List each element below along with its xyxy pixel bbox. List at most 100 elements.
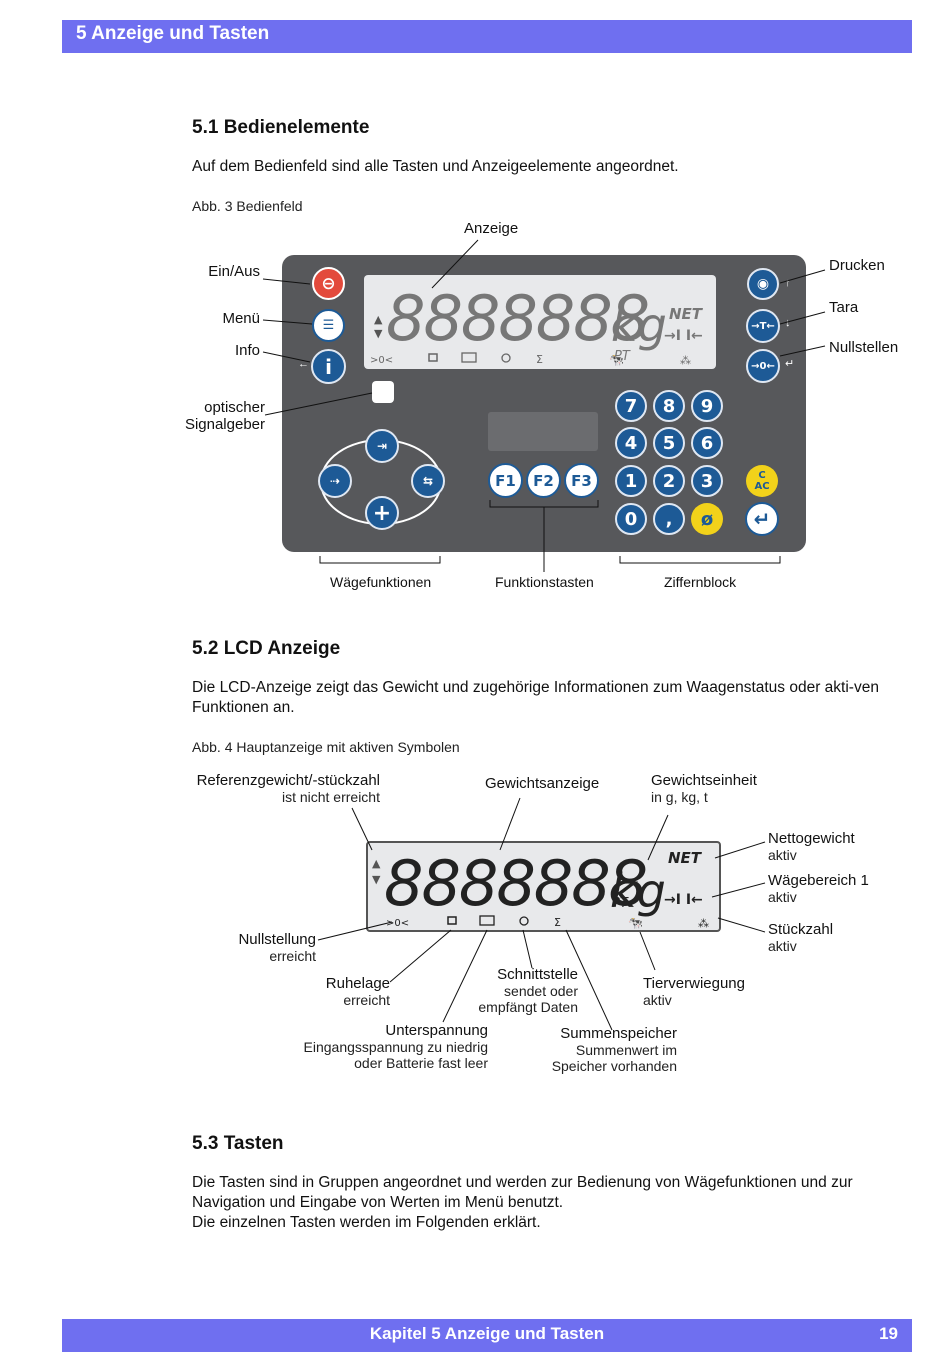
label-null-sub: erreicht [269, 948, 316, 964]
lcd-net: NET [669, 305, 704, 323]
section-heading-5-3: 5.3 Tasten [192, 1133, 284, 1154]
label-drucken: Drucken [829, 257, 885, 274]
lcd-segments: ▲ ▼ 8888888 kg NET PT →I I← >0< Σ 🐄 ⁂ [370, 282, 704, 367]
section-text-5-1: Auf dem Bedienfeld sind alle Tasten und … [192, 158, 679, 175]
key-6[interactable]: 6 [691, 427, 723, 459]
lcd-pt: PT [614, 349, 631, 364]
key-1[interactable]: 1 [615, 465, 647, 497]
tara-input-icon: ⇆ [422, 474, 434, 488]
key-2[interactable]: 2 [653, 465, 685, 497]
label-gewichtseinheit-sub: in g, kg, t [651, 789, 708, 805]
reference-button[interactable]: ⇥ [365, 429, 399, 463]
power-button[interactable]: ⊖ [312, 267, 345, 300]
label-ruhe: Ruhelage erreicht [290, 975, 390, 1008]
arrow-left-icon: ← [298, 358, 309, 370]
lcd-large-segments: ▲ ▼ 8888888 kg NET PT →I I← >0< Σ 🐄 ⁂ [372, 847, 709, 930]
clear-c: C [758, 470, 766, 481]
zero-button[interactable]: →0← [746, 349, 780, 383]
label-ziffernblock: Ziffernblock [664, 574, 737, 590]
lcd-large-animal-icon: 🐄 [628, 916, 643, 930]
menu-button[interactable]: ☰ [312, 309, 345, 342]
print-icon: ◉ [756, 276, 770, 292]
section-text-5-3-line3: Die einzelnen Tasten werden im Folgenden… [192, 1214, 541, 1231]
key-0[interactable]: 0 [615, 503, 647, 535]
header-title: 5 Anzeige und Tasten [76, 23, 270, 44]
plus-button[interactable]: + [365, 496, 399, 530]
label-funktionstasten: Funktionstasten [495, 574, 594, 590]
label-waegefunktionen: Wägefunktionen [330, 574, 432, 590]
page-number: 19 [879, 1324, 898, 1343]
label-stueck: Stückzahl aktiv [768, 921, 833, 954]
key-9[interactable]: 9 [691, 390, 723, 422]
lcd-large-unit: kg [610, 864, 666, 918]
label-unter-title: Unterspannung [385, 1022, 488, 1039]
f3-button[interactable]: F3 [564, 463, 599, 498]
piece-count-button[interactable]: ⇢ [318, 464, 352, 498]
key-3[interactable]: 3 [691, 465, 723, 497]
label-ruhe-sub: erreicht [343, 992, 390, 1008]
label-schnitt: Schnittstelle sendet oder empfängt Daten [440, 966, 578, 1015]
arrow-up-icon: ↑ [785, 277, 791, 289]
section-text-5-2: Die LCD-Anzeige zeigt das Gewicht und zu… [192, 679, 879, 716]
label-referenz-title: Referenzgewicht/-stückzahl [196, 772, 380, 789]
cancel-button[interactable]: ø [691, 503, 723, 535]
label-null: Nullstellung erreicht [196, 931, 316, 964]
label-unter-sub2: oder Batterie fast leer [354, 1055, 488, 1071]
lcd-zero: >0< [370, 355, 393, 366]
label-schnitt-sub1: sendet oder [504, 983, 578, 999]
label-info: Info [234, 342, 260, 359]
key-4[interactable]: 4 [615, 427, 647, 459]
label-unter: Unterspannung Eingangsspannung zu niedri… [290, 1022, 488, 1071]
lcd-arrow-up-icon: ▲ [374, 313, 383, 326]
menu-icon: ☰ [322, 318, 335, 333]
label-tier-title: Tierverwiegung [643, 975, 745, 992]
stability-icon [428, 353, 438, 362]
label-menu: Menü [222, 310, 260, 327]
label-ruhe-title: Ruhelage [325, 975, 390, 992]
info-button[interactable]: i [311, 349, 346, 384]
label-gewichtsanzeige: Gewichtsanzeige [485, 775, 600, 792]
label-unter-sub1: Eingangsspannung zu niedrig [303, 1039, 488, 1055]
tara-input-button[interactable]: ⇆ [411, 464, 445, 498]
cancel-icon: ø [700, 508, 714, 530]
label-schnitt-title: Schnittstelle [497, 966, 578, 983]
key-comma[interactable]: , [653, 503, 685, 535]
key-5[interactable]: 5 [653, 427, 685, 459]
lcd-unit: kg [611, 298, 667, 352]
tara-button[interactable]: →T← [746, 309, 780, 343]
header-bar: 5 Anzeige und Tasten [62, 20, 912, 53]
label-summe-title: Summenspeicher [560, 1025, 677, 1042]
range-icon: →I I← [664, 328, 703, 344]
label-null-title: Nullstellung [238, 931, 316, 948]
optical-signal [372, 381, 394, 403]
arrow-down-icon: ↓ [785, 317, 791, 329]
section-heading-5-1: 5.1 Bedienelemente [192, 117, 370, 138]
figure-caption-3: Abb. 3 Bedienfeld [192, 198, 303, 214]
lcd-sigma: Σ [536, 353, 543, 366]
key-8[interactable]: 8 [653, 390, 685, 422]
label-gewichtseinheit-title: Gewichtseinheit [651, 772, 757, 789]
f2-button[interactable]: F2 [526, 463, 561, 498]
battery-icon [461, 352, 477, 363]
f1-button[interactable]: F1 [488, 463, 523, 498]
reference-icon: ⇥ [376, 439, 388, 453]
label-netto-sub: aktiv [768, 847, 797, 863]
interface-icon [501, 353, 511, 363]
plus-icon: + [372, 500, 392, 526]
lcd-large-digits: 8888888 [384, 847, 646, 920]
info-icon: i [325, 354, 332, 379]
power-icon: ⊖ [321, 273, 336, 294]
lcd-large-net: NET [668, 849, 703, 867]
section-heading-5-2: 5.2 LCD Anzeige [192, 638, 341, 659]
key-7[interactable]: 7 [615, 390, 647, 422]
section-text-5-3-line2: Navigation und Eingabe von Werten im Men… [192, 1194, 564, 1211]
clear-button[interactable]: C AC [746, 465, 778, 497]
enter-button[interactable]: ↵ [745, 502, 779, 536]
lcd-leader-lines [317, 797, 766, 1031]
lcd-display-large: ▲ ▼ 8888888 kg NET PT →I I← >0< Σ 🐄 ⁂ [366, 841, 721, 932]
print-button[interactable]: ◉ [747, 268, 779, 300]
lcd-digits: 8888888 [386, 282, 648, 355]
lcd-large-zero: >0< [386, 918, 409, 929]
label-referenz: Referenzgewicht/-stückzahl ist nicht err… [190, 772, 380, 805]
label-bereich: Wägebereich 1 aktiv [768, 872, 869, 905]
